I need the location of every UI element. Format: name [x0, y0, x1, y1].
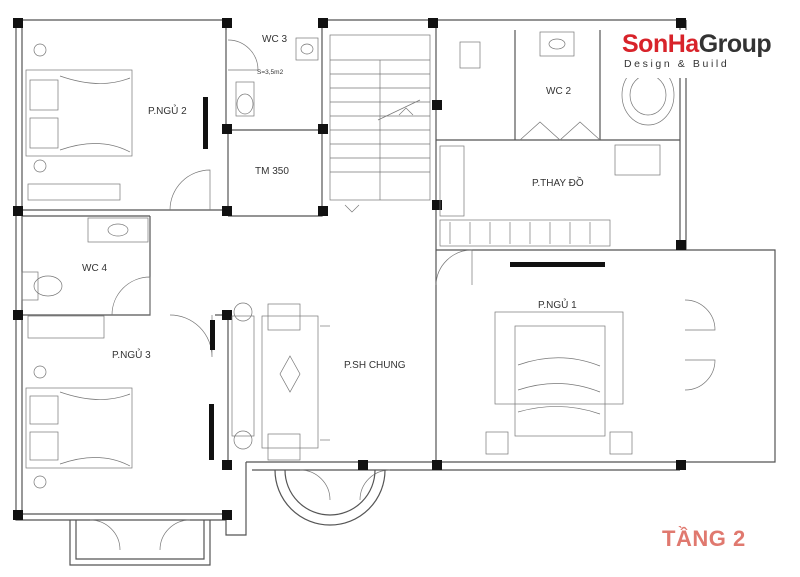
dressing-wardrobes: [439, 144, 661, 247]
logo-wordmark: SonHaGroup: [622, 30, 772, 58]
brand-logo: SonHaGroup Design & Build: [618, 30, 794, 78]
interior-walls: [22, 20, 680, 462]
floor-title: TẦNG 2: [662, 526, 746, 551]
bedroom-3-furniture: [25, 315, 215, 489]
label-bedroom-1: P.NGỦ 1: [538, 298, 577, 311]
logo-mark: Son: [622, 30, 668, 58]
doors: [89, 39, 716, 551]
label-wc-4: WC 4: [82, 263, 107, 274]
logo-rest: Ha: [667, 30, 699, 58]
label-wc-2: WC 2: [546, 86, 571, 97]
logo-group: Group: [698, 30, 772, 58]
bedroom-1-furniture: [485, 262, 633, 455]
label-bedroom-2: P.NGỦ 2: [148, 104, 187, 117]
label-bedroom-3: P.NGỦ 3: [112, 348, 151, 361]
outer-walls: [15, 19, 776, 536]
bedroom-2-furniture: [25, 43, 208, 201]
logo-tagline: Design & Build: [624, 58, 730, 70]
staircase: [329, 34, 431, 213]
label-dressing-room: P.THAY ĐỒ: [532, 176, 584, 189]
label-wc-3: WC 3: [262, 34, 287, 45]
label-wc-3-area: S=3,5m2: [257, 69, 284, 76]
living-furniture: [231, 302, 330, 461]
label-tm: TM 350: [255, 166, 289, 177]
label-living-room: P.SH CHUNG: [344, 360, 406, 371]
balconies: [69, 469, 386, 566]
structural-columns: [13, 18, 686, 520]
bathroom-fixtures: [21, 31, 675, 301]
